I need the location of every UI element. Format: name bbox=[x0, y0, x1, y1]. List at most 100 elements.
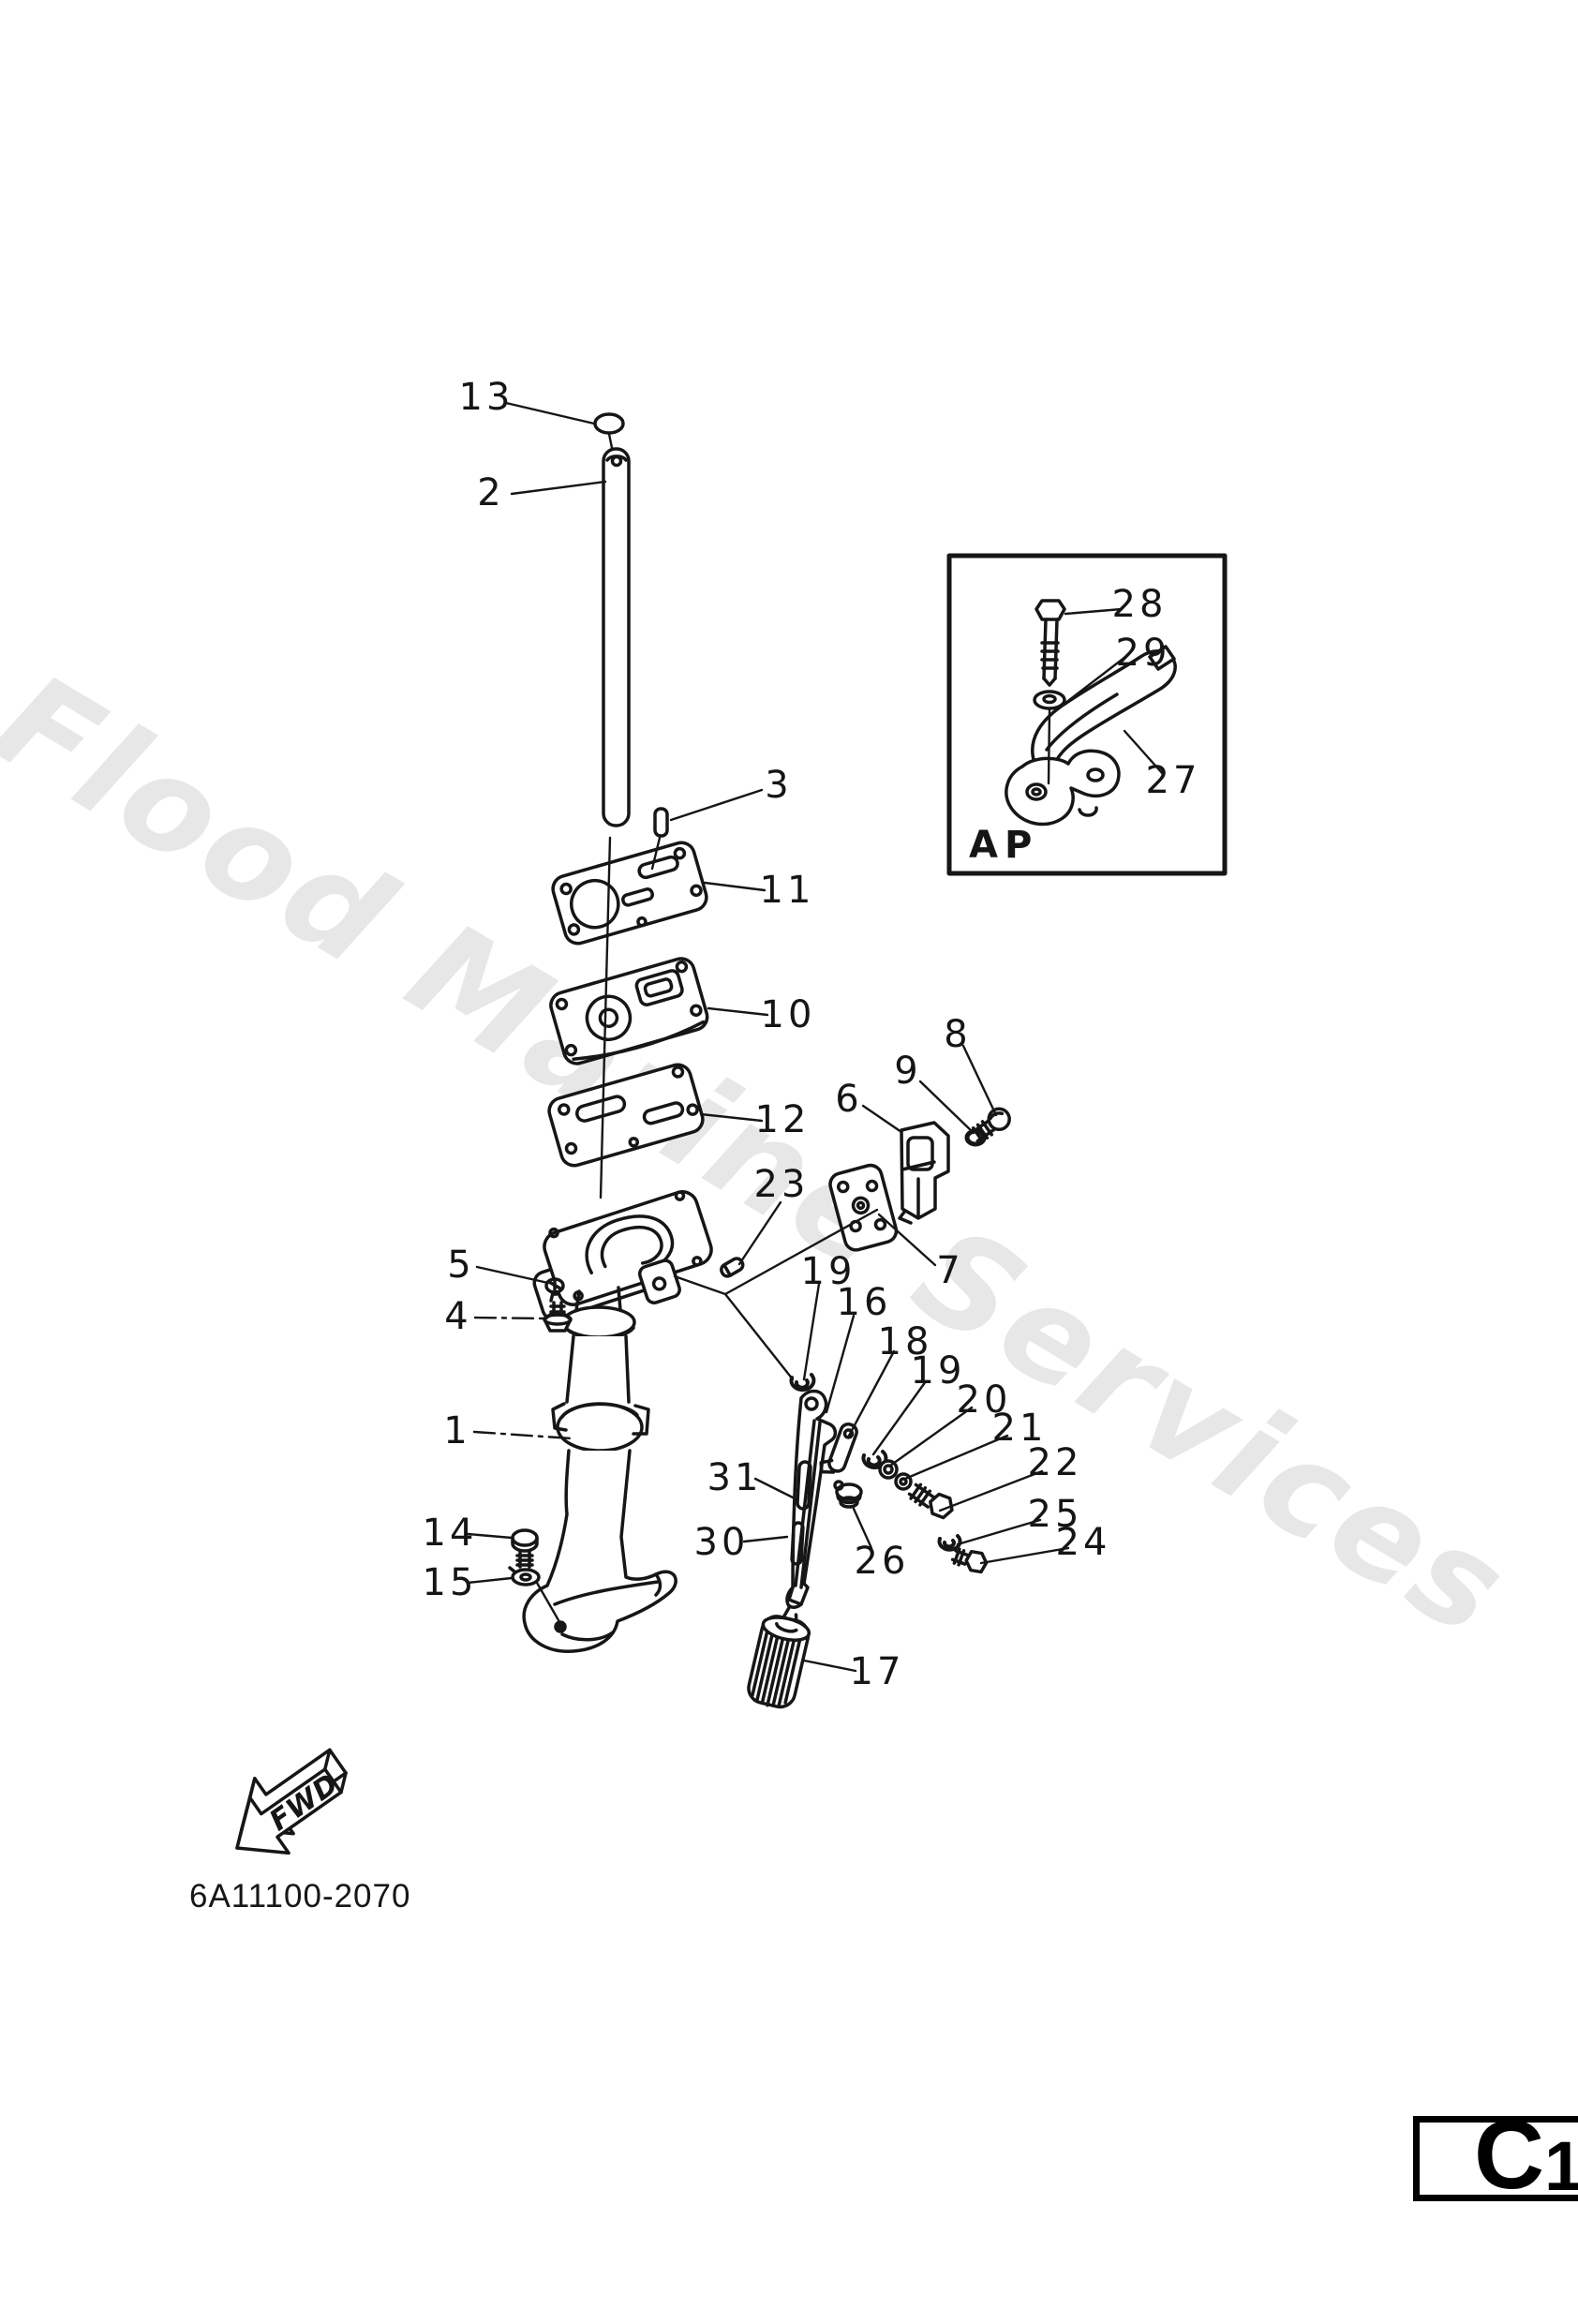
callout-27: 27 bbox=[1145, 759, 1201, 802]
callout-10: 10 bbox=[760, 993, 816, 1036]
leader-line bbox=[510, 480, 607, 496]
leader-line bbox=[979, 1546, 1070, 1565]
leader-line bbox=[669, 788, 764, 822]
callout-16: 16 bbox=[836, 1281, 892, 1324]
part-11-gasket bbox=[551, 841, 708, 946]
leader-line bbox=[1123, 729, 1165, 776]
drawing-code: 6A11100-2070 bbox=[189, 1878, 411, 1914]
page-tag-sub: 1 bbox=[1544, 2127, 1578, 2206]
part-28-bolt bbox=[1035, 599, 1066, 687]
part-5-screw bbox=[544, 1277, 565, 1303]
leader-lines bbox=[466, 401, 1165, 1673]
part-20-washer bbox=[894, 1472, 913, 1491]
leader-line bbox=[1064, 607, 1124, 616]
part-4-bolt bbox=[543, 1301, 573, 1333]
callout-11: 11 bbox=[759, 869, 815, 912]
leader-line bbox=[802, 1659, 857, 1673]
callout-12: 12 bbox=[754, 1098, 811, 1141]
leader-line bbox=[938, 1469, 1044, 1512]
leader-line bbox=[472, 1430, 573, 1440]
callout-9: 9 bbox=[894, 1050, 922, 1093]
callout-24: 24 bbox=[1055, 1521, 1111, 1564]
leader-line bbox=[956, 1518, 1042, 1546]
callout-8: 8 bbox=[944, 1013, 972, 1056]
part-7-gasket bbox=[828, 1163, 899, 1252]
leader-line bbox=[877, 1213, 937, 1267]
leader-line bbox=[1067, 655, 1127, 702]
callout-25: 25 bbox=[1027, 1493, 1083, 1536]
callout-20: 20 bbox=[956, 1378, 1012, 1422]
part-12-gasket bbox=[547, 1063, 705, 1168]
leader-line bbox=[918, 1080, 975, 1135]
leader-line bbox=[737, 1200, 782, 1266]
leader-line bbox=[1047, 708, 1051, 785]
leader-line bbox=[723, 1292, 795, 1381]
part-30-shift-rod bbox=[782, 1419, 822, 1619]
part-10-plate bbox=[549, 957, 709, 1065]
part-24-bolt bbox=[950, 1547, 989, 1574]
callout-15: 15 bbox=[422, 1561, 478, 1604]
part-13-oring bbox=[593, 412, 625, 435]
leader-line bbox=[504, 401, 596, 425]
callout-7: 7 bbox=[936, 1249, 964, 1292]
callout-31: 31 bbox=[707, 1456, 763, 1499]
callout-19: 19 bbox=[800, 1250, 856, 1293]
callout-6: 6 bbox=[835, 1078, 863, 1121]
callout-18: 18 bbox=[877, 1320, 933, 1363]
part-26-grommet bbox=[833, 1480, 863, 1509]
leader-line bbox=[535, 1581, 560, 1622]
callout-26: 26 bbox=[854, 1540, 910, 1583]
leader-line bbox=[871, 1379, 928, 1456]
callout-5: 5 bbox=[447, 1244, 475, 1287]
page-tag-main: C bbox=[1474, 2101, 1545, 2211]
callout-14: 14 bbox=[422, 1512, 478, 1555]
part-6-bracket bbox=[898, 1121, 950, 1225]
leader-line bbox=[699, 1112, 764, 1123]
leader-line bbox=[723, 1208, 879, 1296]
callout-17: 17 bbox=[849, 1650, 905, 1693]
callout-3: 3 bbox=[765, 764, 793, 807]
leader-line bbox=[650, 836, 662, 871]
part-2-shaft-tube bbox=[602, 447, 631, 827]
fwd-arrow: FWD bbox=[235, 1748, 348, 1855]
part-1-upper-casing bbox=[522, 1190, 713, 1653]
ap-inset-label: AP bbox=[969, 824, 1039, 867]
callout-1: 1 bbox=[443, 1409, 471, 1452]
leader-line bbox=[802, 1282, 821, 1381]
leader-line bbox=[466, 1576, 514, 1585]
leader-line bbox=[673, 1274, 727, 1296]
leader-line bbox=[466, 1532, 514, 1540]
callout-19: 19 bbox=[910, 1349, 966, 1393]
callout-2: 2 bbox=[477, 471, 505, 514]
part-9-washer bbox=[964, 1128, 987, 1147]
part-15-washer bbox=[508, 1566, 541, 1587]
leader-line bbox=[707, 1006, 769, 1017]
leader-line bbox=[825, 1314, 856, 1414]
ap-inset-box bbox=[946, 553, 1228, 876]
leader-line bbox=[703, 881, 767, 892]
leader-line bbox=[599, 836, 612, 1199]
leader-line bbox=[888, 1406, 974, 1467]
leader-line bbox=[753, 1477, 798, 1501]
part-25-clip bbox=[937, 1534, 962, 1552]
part-27-bracket bbox=[1005, 645, 1177, 827]
callout-4: 4 bbox=[444, 1295, 472, 1338]
leader-line bbox=[903, 1434, 1009, 1481]
leader-line bbox=[742, 1535, 789, 1543]
callout-23: 23 bbox=[753, 1163, 810, 1206]
callout-28: 28 bbox=[1111, 583, 1168, 626]
leader-line bbox=[607, 432, 614, 450]
leader-line bbox=[961, 1044, 998, 1117]
part-22-bolt bbox=[907, 1482, 954, 1520]
callout-13: 13 bbox=[458, 376, 514, 419]
part-3-dowel-pin bbox=[653, 807, 669, 838]
leader-line bbox=[475, 1265, 550, 1285]
part-8-screw bbox=[970, 1107, 1011, 1143]
callout-29: 29 bbox=[1115, 632, 1171, 675]
callout-30: 30 bbox=[693, 1521, 750, 1564]
leader-line bbox=[846, 1349, 896, 1439]
callout-21: 21 bbox=[991, 1407, 1048, 1450]
